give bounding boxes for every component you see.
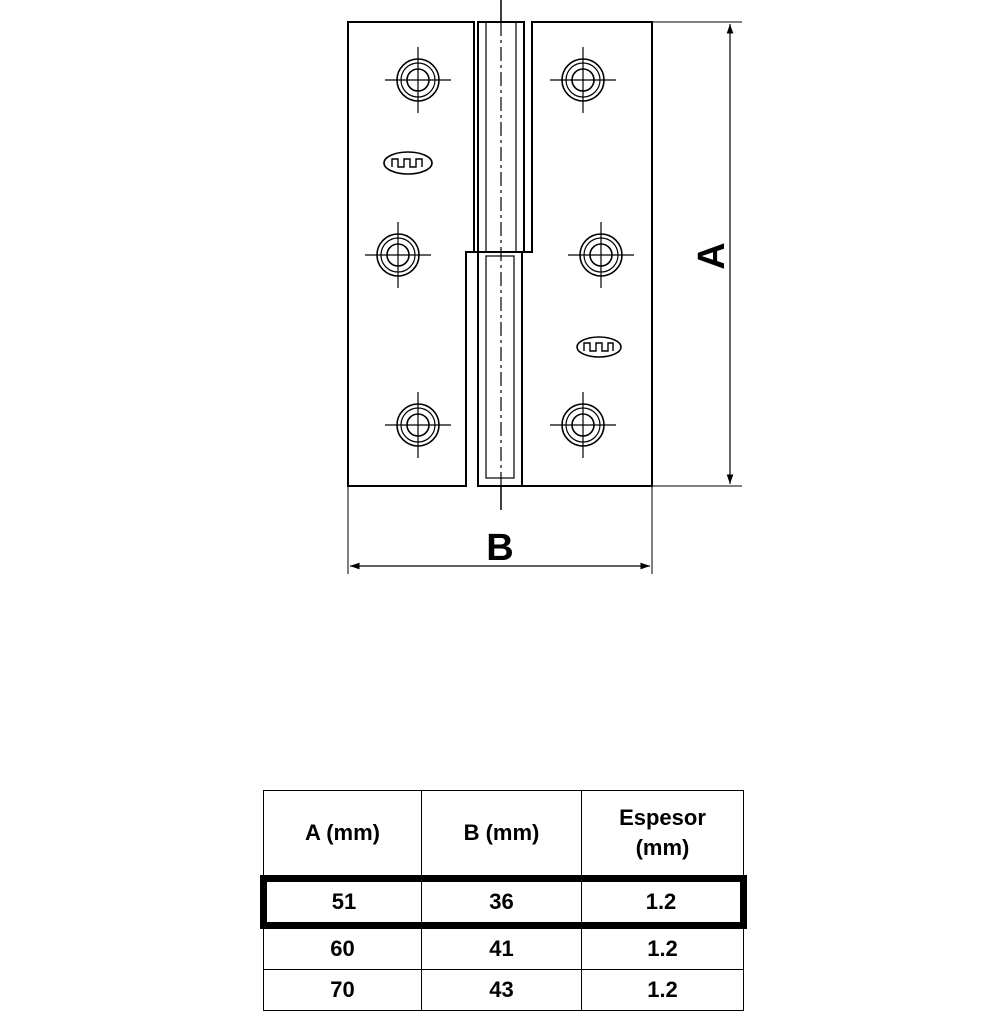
cell-a: 70: [263, 969, 422, 1011]
dimensions-table: A (mm) B (mm) Espesor (mm) 51 36 1.2 60 …: [260, 790, 747, 1011]
brand-logo-mark: [383, 151, 433, 175]
screw-hole: [384, 391, 452, 459]
brand-logo-mark: [576, 336, 622, 358]
header-a-mm: A (mm): [263, 790, 422, 879]
cell-b: 36: [421, 875, 582, 929]
screw-hole: [567, 221, 635, 289]
header-line: Espesor: [619, 805, 706, 830]
right-hinge-leaf: [521, 21, 653, 487]
dimension-a-label: A: [691, 242, 733, 269]
header-line: B (mm): [463, 820, 540, 845]
cell-espesor: 1.2: [581, 925, 744, 970]
table-row-selected: 51 36 1.2: [260, 875, 747, 929]
header-line: (mm): [635, 835, 690, 860]
hinge-knuckle: [474, 0, 532, 510]
dimension-b-label: B: [486, 527, 513, 569]
dimension-b: [347, 486, 653, 574]
cell-a: 60: [263, 925, 422, 970]
hinge-technical-drawing: A B: [347, 0, 742, 574]
cell-espesor: 1.2: [581, 875, 747, 929]
screw-hole: [364, 221, 432, 289]
screw-hole: [384, 46, 452, 114]
screw-hole: [549, 391, 617, 459]
table-row: 60 41 1.2: [263, 925, 744, 970]
cell-b: 43: [421, 969, 582, 1011]
cell-a: 51: [260, 875, 422, 929]
table-row: 70 43 1.2: [263, 969, 744, 1011]
screw-hole: [549, 46, 617, 114]
header-line: A (mm): [305, 820, 380, 845]
dimension-a: [652, 21, 742, 487]
cell-espesor: 1.2: [581, 969, 744, 1011]
header-b-mm: B (mm): [421, 790, 582, 879]
header-espesor: Espesor (mm): [581, 790, 744, 879]
table-header-row: A (mm) B (mm) Espesor (mm): [263, 790, 744, 879]
cell-b: 41: [421, 925, 582, 970]
